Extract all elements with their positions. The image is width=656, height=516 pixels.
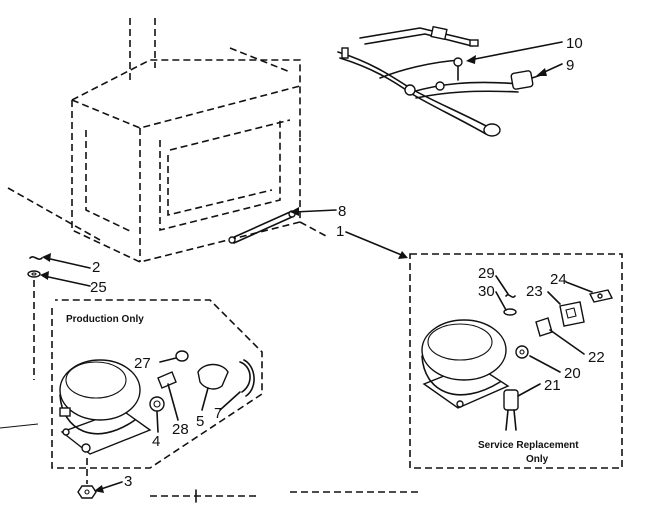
screw-part-10: [453, 57, 463, 81]
callout-1: 1: [336, 223, 344, 240]
callout-labels: 10 9 8 1 2 25 3 27 28 4 5 7 29 30 24 23 …: [90, 35, 605, 490]
callout-24: 24: [550, 271, 567, 288]
callout-10: 10: [566, 35, 583, 52]
harness-plug: [510, 70, 534, 90]
wiring-harness: [337, 25, 545, 137]
callout-27: 27: [134, 355, 151, 372]
callout-5: 5: [196, 413, 204, 430]
compressor-production: [59, 359, 152, 455]
clip-part-22: [535, 317, 553, 337]
callout-4: 4: [152, 433, 160, 450]
production-group-box: [51, 299, 263, 469]
service-replacement-caption: Service Replacement: [478, 440, 579, 451]
drier-part-8: [228, 210, 296, 244]
callout-23: 23: [526, 283, 543, 300]
cabinet-outline: [7, 18, 327, 263]
leader-lines: [40, 41, 593, 493]
capacitor-part-21: [503, 389, 519, 431]
harness-terminal: [483, 123, 501, 137]
relay-part-4: [149, 396, 165, 412]
callout-28: 28: [172, 421, 189, 438]
bracket-part-7: [239, 359, 255, 397]
callout-29: 29: [478, 265, 495, 282]
callout-3: 3: [124, 473, 132, 490]
relay-part-23: [559, 301, 585, 327]
compressor-service: [421, 319, 510, 409]
washer-part-25: [27, 270, 41, 278]
callout-30: 30: [478, 283, 495, 300]
bottom-marks: [0, 423, 420, 503]
callout-25: 25: [90, 279, 107, 296]
service-group-box: [409, 253, 623, 469]
production-only-caption: Production Only: [66, 314, 144, 325]
callout-7: 7: [214, 405, 222, 422]
callout-2: 2: [92, 259, 100, 276]
mounting-nut-part-3: [77, 485, 97, 499]
service-only-caption: Only: [526, 454, 549, 465]
callout-21: 21: [544, 377, 561, 394]
washer-part-30: [503, 308, 517, 316]
clip-part-28: [157, 371, 177, 389]
cover-part-5: [197, 363, 229, 390]
callout-8: 8: [338, 203, 346, 220]
relay-part-20: [515, 345, 529, 359]
callout-22: 22: [588, 349, 605, 366]
grommet-part-29: [505, 294, 516, 298]
callout-9: 9: [566, 57, 574, 74]
grommet-part-2: [29, 256, 43, 260]
callout-20: 20: [564, 365, 581, 382]
overload-part-27: [175, 350, 189, 362]
terminal-part-24: [588, 289, 614, 303]
